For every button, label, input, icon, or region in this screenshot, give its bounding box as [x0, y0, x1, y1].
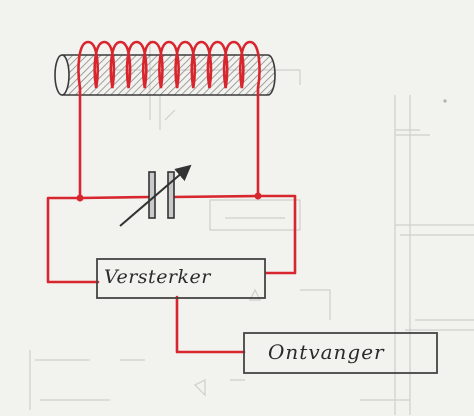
receiver-label: Ontvanger	[268, 340, 385, 364]
amplifier-box	[96, 258, 266, 299]
receiver-box	[243, 332, 438, 374]
bleed-through-lines	[29, 40, 474, 415]
junctions	[76, 192, 262, 202]
antenna-coil	[77, 40, 261, 90]
junction-left	[76, 194, 84, 202]
tuning-arrow	[119, 164, 192, 227]
junction-right	[254, 192, 262, 200]
capacitor-plate-right	[167, 171, 175, 219]
variable-capacitor	[119, 164, 192, 227]
ferrite-rod	[54, 54, 276, 96]
wire-to-receiver	[175, 295, 246, 354]
circuit-wires	[46, 86, 297, 354]
capacitor-plate-left	[148, 171, 156, 219]
rod-end	[54, 54, 70, 96]
wire-to-capacitor-left	[78, 195, 152, 200]
wire-to-capacitor-right	[170, 194, 260, 199]
wire-left-loop	[46, 196, 100, 284]
wire-right-loop	[256, 194, 297, 275]
coil-windings	[77, 40, 261, 90]
amplifier-label: Versterker	[104, 266, 211, 288]
paper-dot	[443, 99, 447, 103]
